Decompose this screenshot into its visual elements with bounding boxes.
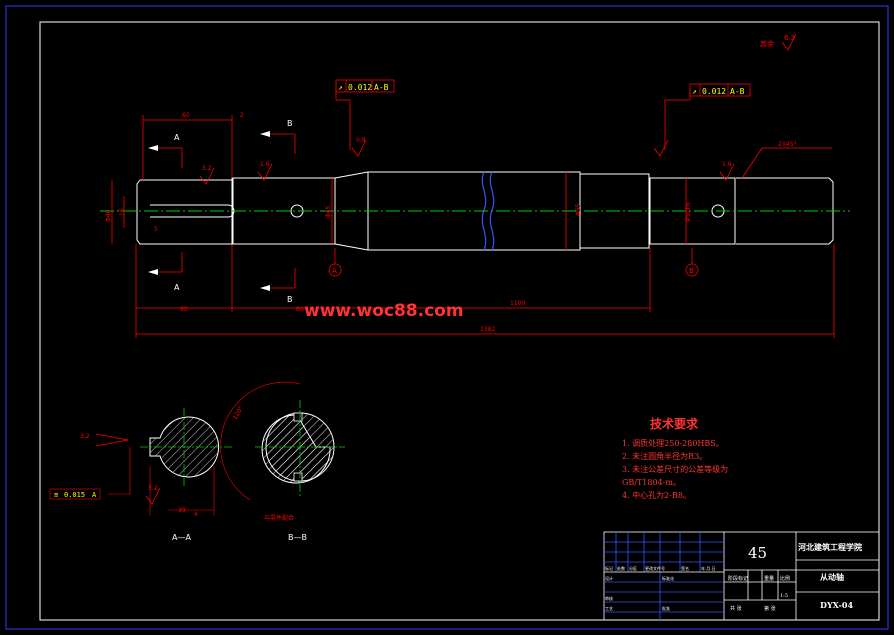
sheet-no-label: 第 张 (764, 605, 776, 612)
rough-16-b: 1.6 (722, 161, 732, 168)
craft-label: 工艺 (605, 606, 613, 611)
tech-item-4: 4. 中心孔为2-B8。 (622, 490, 691, 500)
section-label-a-top: A (174, 133, 180, 142)
finish-other-label: 其余 (760, 39, 774, 48)
section-bb: 与零件配合 B—B (220, 381, 345, 542)
datum-A: A (328, 263, 342, 277)
dim-1382: 1382 (480, 326, 495, 333)
section-aa: ≡ 0.015 A A—A (49, 408, 232, 542)
section-aa-label: A—A (172, 533, 191, 542)
break-mark (481, 171, 495, 251)
svg-text:B: B (689, 267, 694, 275)
dim-chamfer: 2X45° (778, 141, 797, 148)
row-label-5: 年.月.日 (701, 565, 716, 571)
dim-phi50: Φ50h6 (685, 202, 692, 222)
surface-finish-symbols (95, 33, 797, 505)
tol-left-datum: A-B (374, 83, 389, 92)
part-name: 从动轴 (820, 572, 844, 582)
dim-39: 39 (178, 507, 186, 514)
section-label-b-top: B (287, 119, 293, 128)
design-label: 设计 (605, 575, 613, 581)
rough-32-c: 3.2 (148, 485, 158, 492)
datum-B: B (685, 263, 699, 277)
tol-right-symbol: ↗ (692, 87, 697, 96)
section-arrows (148, 131, 270, 291)
row-label-4: 签名 (681, 565, 689, 571)
tech-item-3b: GB/T1804-m。 (622, 478, 681, 487)
tech-item-2: 2. 未注圆角半径为R3。 (622, 451, 707, 461)
tech-title: 技术要求 (650, 416, 699, 431)
dim-90: 90 (180, 306, 188, 313)
dim-phi40: Φ40 (105, 209, 112, 222)
material: 45 (748, 544, 767, 562)
review-label: 审核 (605, 595, 613, 601)
dim-5: 5 (154, 226, 158, 233)
tech-item-1: 1. 调质处理250-280HBS。 (622, 438, 724, 448)
watermark: www.woc88.com (304, 301, 464, 321)
dim-phi45: Φ45 (325, 205, 332, 218)
tol-right-value: 0.012 (702, 87, 726, 96)
section-label-a-bottom: A (174, 283, 180, 292)
rough-32: 3.2 (202, 165, 212, 172)
dimension-texts: 60 2 90 80 1100 1382 2X45° Φ45 Φ40 Φ55 Φ… (80, 112, 797, 518)
ratio-label: 比例 (780, 575, 790, 582)
dim-16: 16 (119, 208, 126, 216)
row-label-3: 更改文件号 (645, 565, 665, 571)
tol-left-value: 0.012 (348, 83, 372, 92)
dim-4: 4 (194, 511, 198, 518)
section-bb-note: 与零件配合 (264, 514, 294, 522)
dimension-lines (111, 88, 835, 338)
drawing-number: DYX-04 (820, 600, 853, 610)
tol-section-datum: A (92, 491, 97, 499)
standard-label: 标准化 (662, 575, 674, 581)
rough-16-a: 1.6 (260, 161, 270, 168)
tech-requirements: 技术要求 1. 调质处理250-280HBS。 2. 未注圆角半径为R3。 3.… (622, 416, 728, 500)
row-label-0: 标记 (605, 565, 613, 571)
school-name: 河北建筑工程学院 (798, 542, 862, 552)
rough-32-b: 3.2 (80, 433, 90, 440)
tech-item-3: 3. 未注公差尺寸的公差等级为 (622, 464, 728, 474)
approve-label: 批准 (662, 605, 670, 611)
title-block (603, 531, 880, 621)
tol-section-value: 0.015 (64, 491, 85, 499)
section-bb-label: B—B (288, 533, 307, 542)
weight-label: 重量 (764, 575, 774, 582)
tol-frame-left: ↗ 0.012 A-B (335, 79, 395, 93)
dim-phi55: Φ55 (575, 203, 582, 216)
outer-border (5, 5, 889, 630)
tol-right-datum: A-B (730, 87, 745, 96)
scale-value: 1:5 (780, 593, 788, 599)
finish-other-value: 6.3 (784, 34, 795, 42)
tol-section-symbol: ≡ (54, 491, 58, 499)
stage-label: 阶段标记 (728, 575, 748, 582)
row-label-2: 分区 (629, 565, 637, 571)
sheets-label: 共 张 (730, 605, 742, 612)
dim-80: 80 (296, 306, 304, 313)
svg-text:A: A (332, 267, 337, 275)
tol-frame-right: ↗ 0.012 A-B (689, 83, 751, 97)
title-block-text: 45 河北建筑工程学院 从动轴 DYX-04 1:5 阶段标记 重量 比例 共 … (605, 542, 862, 612)
dim-60: 60 (182, 112, 190, 119)
row-label-1: 处数 (617, 565, 625, 571)
drawing-frame (39, 21, 880, 621)
section-label-b-bottom: B (287, 295, 293, 304)
dim-1100: 1100 (510, 300, 525, 307)
rough-08: 0.8 (356, 137, 366, 144)
dim-2: 2 (240, 112, 244, 119)
tol-left-symbol: ↗ (338, 83, 343, 92)
